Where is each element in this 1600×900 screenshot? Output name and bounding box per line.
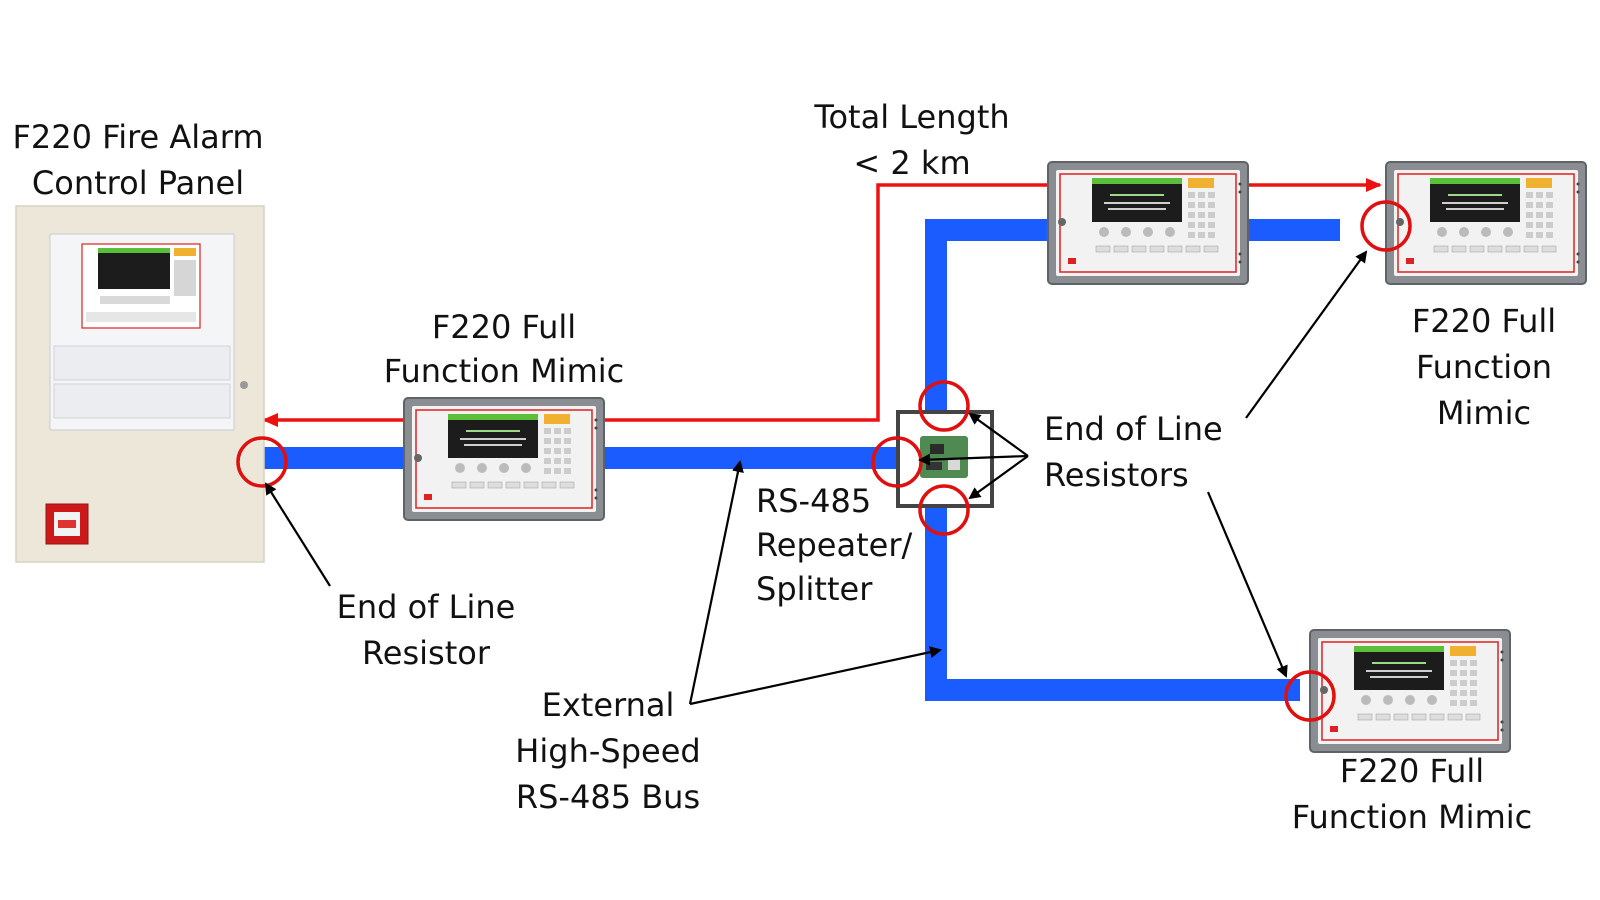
total-length-label-line1: Total Length xyxy=(813,98,1009,136)
mimic-a-label-line2: Function Mimic xyxy=(384,352,624,390)
arrow-eol-multi-to-bottom xyxy=(968,455,1029,500)
bus-segment-lower-branch xyxy=(925,450,1300,701)
arrow-bus-to-main xyxy=(688,460,744,705)
total-length-label-line2: < 2 km xyxy=(853,144,970,182)
mimic-c-label-line2: Function Mimic xyxy=(1292,798,1532,836)
resistor-marker-mimic-c xyxy=(1284,670,1336,722)
fire-alarm-panel-icon xyxy=(15,205,265,563)
resistor-marker-repeater-top xyxy=(918,380,970,432)
mimic-c-label-line1: F220 Full xyxy=(1340,752,1484,790)
arrow-eol-multi-to-mimic-b xyxy=(1245,250,1368,419)
arrow-eol-multi-to-mimic-c xyxy=(1206,491,1288,678)
arrow-eol-single xyxy=(264,482,331,587)
eol-single-label-line2: Resistor xyxy=(362,634,491,672)
mimic-b-label-line1: F220 Full xyxy=(1412,302,1556,340)
repeater-label-line2: Repeater/ xyxy=(756,526,912,564)
control-panel-label-line2: Control Panel xyxy=(32,164,244,202)
control-panel-label-line1: F220 Fire Alarm xyxy=(12,118,263,156)
eol-multi-label-line2: Resistors xyxy=(1044,456,1189,494)
repeater-label-line1: RS-485 xyxy=(756,482,871,520)
mimic-panel-icon xyxy=(403,397,605,521)
arrow-eol-multi-to-top xyxy=(968,412,1029,457)
arrow-bus-to-branch xyxy=(689,646,942,706)
resistor-marker-panel xyxy=(236,436,288,488)
arrow-eol-multi-to-left xyxy=(918,453,1029,466)
bus-label-line3: RS-485 Bus xyxy=(516,778,700,816)
eol-multi-label-line1: End of Line xyxy=(1044,410,1223,448)
mimic-panel-icon xyxy=(1385,161,1587,285)
mimic-a-label-line1: F220 Full xyxy=(432,308,576,346)
eol-single-label-line1: End of Line xyxy=(337,588,516,626)
repeater-label-line3: Splitter xyxy=(756,570,873,608)
mimic-b-label-line2: Function xyxy=(1416,348,1552,386)
bus-label-line1: External xyxy=(542,686,675,724)
bus-label-line2: High-Speed xyxy=(515,732,700,770)
mimic-panel-icon xyxy=(1309,629,1511,753)
resistor-marker-repeater-bottom xyxy=(918,484,970,536)
mimic-panel-icon xyxy=(1047,161,1249,285)
mimic-b-label-line3: Mimic xyxy=(1437,394,1531,432)
pointer-arrows xyxy=(264,250,1368,706)
resistor-marker-mimic-b xyxy=(1360,200,1412,252)
end-of-line-resistor-markers xyxy=(236,200,1412,722)
